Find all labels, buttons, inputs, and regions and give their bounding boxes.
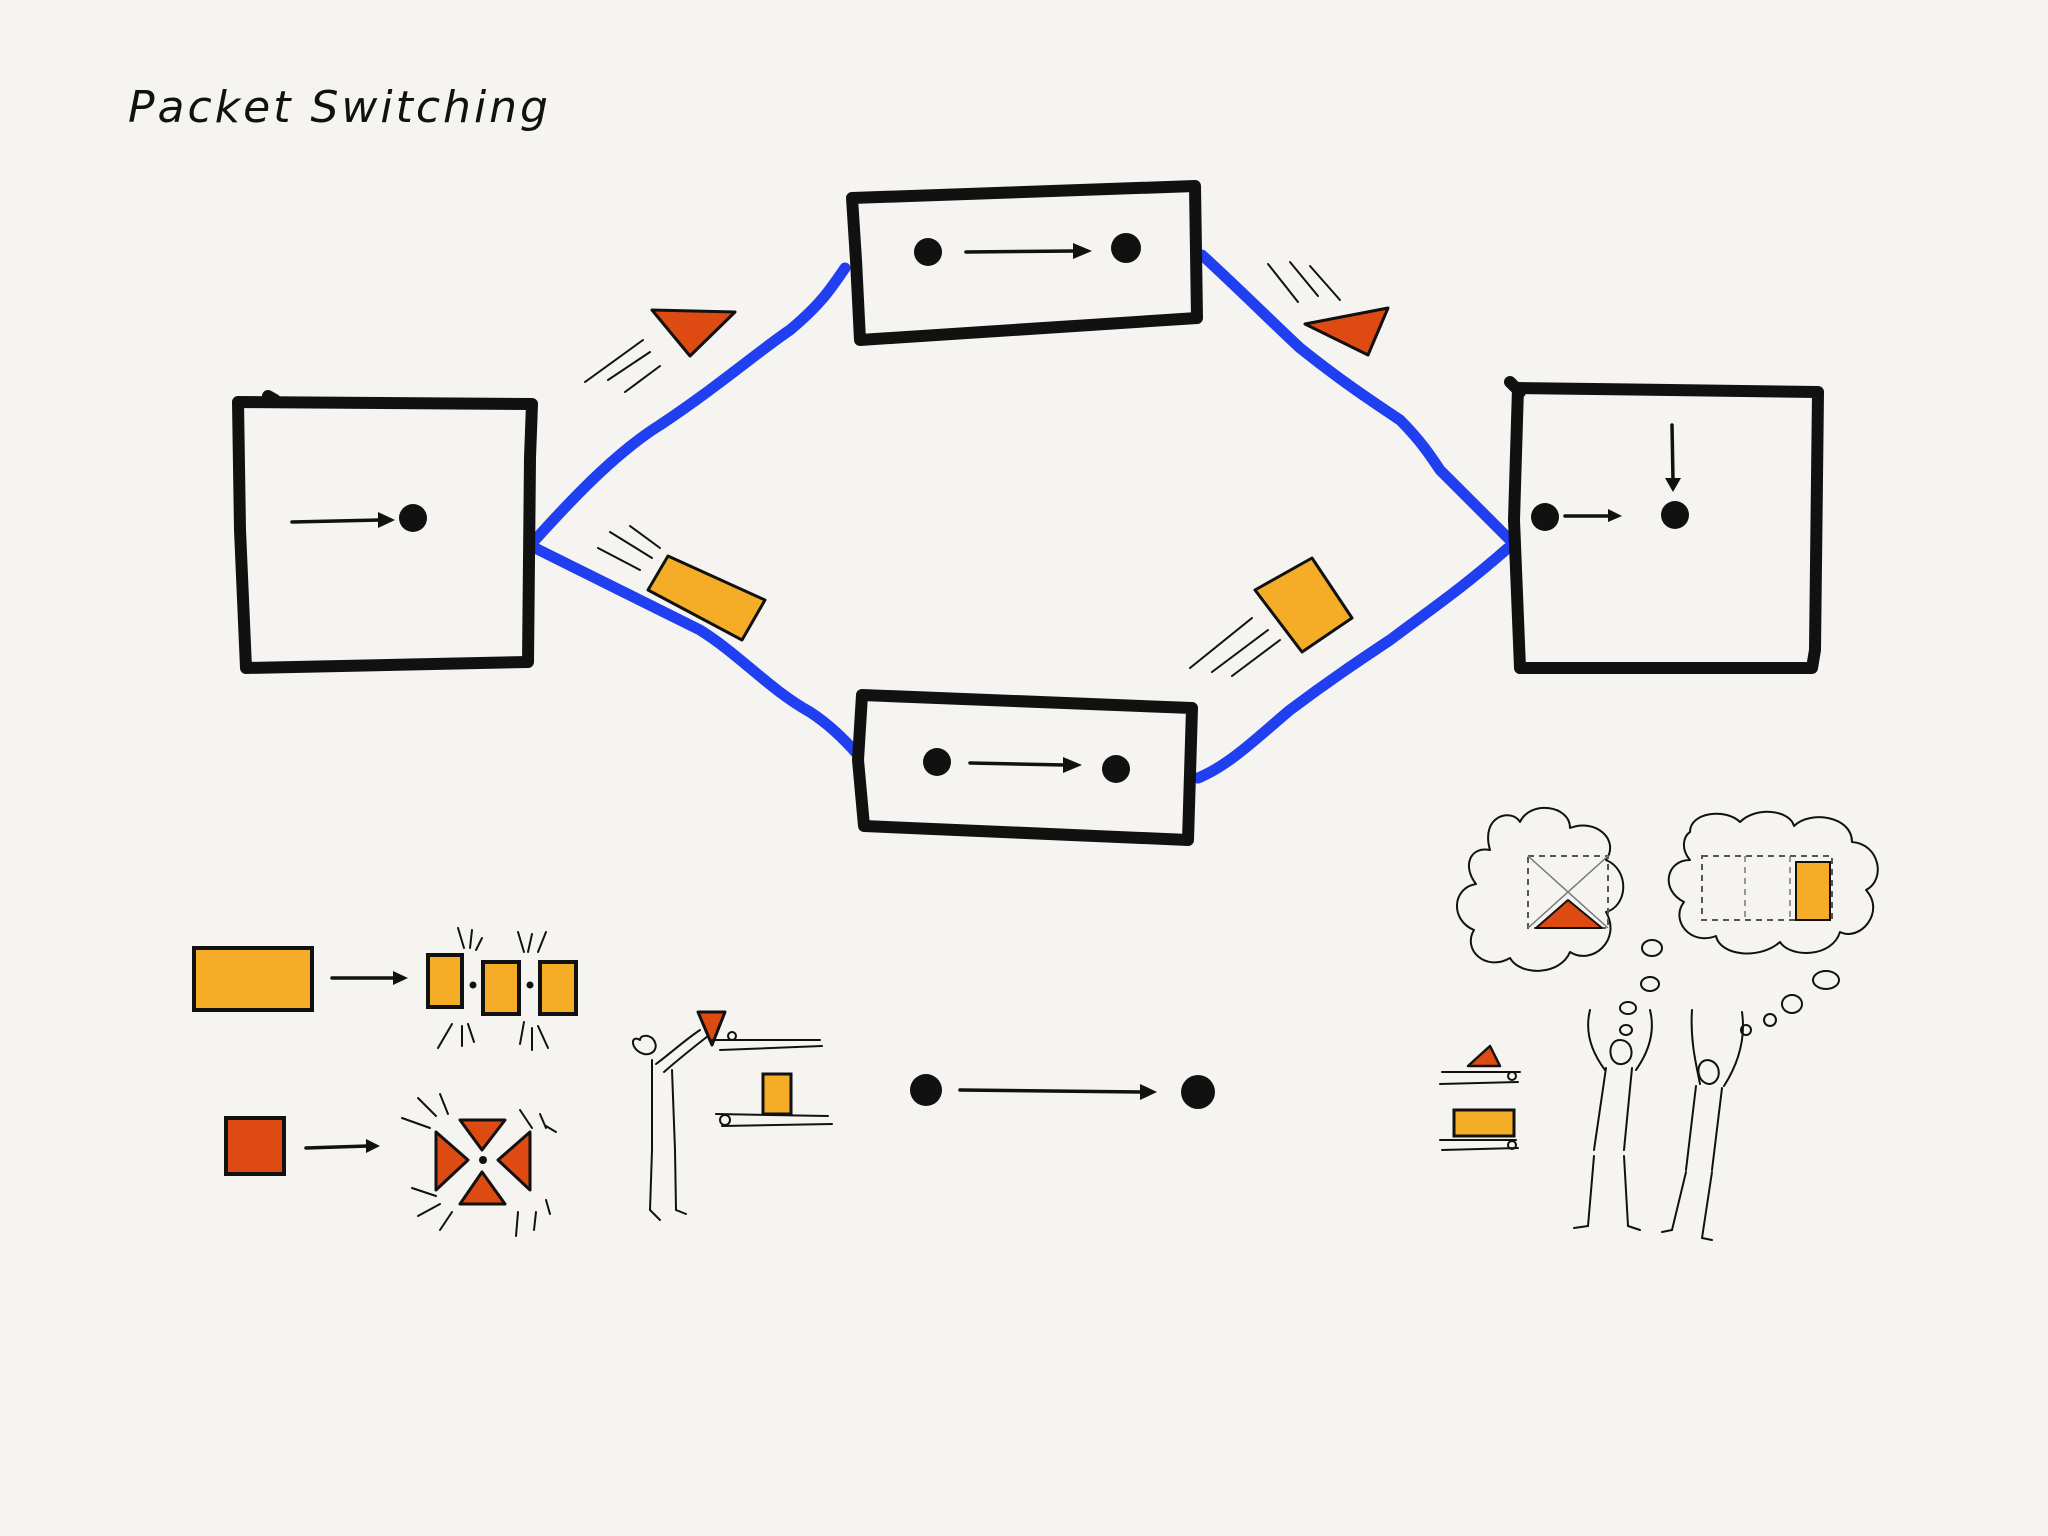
transmission-arrow-sketch	[910, 1074, 1215, 1109]
link-source-to-top-router	[529, 262, 851, 546]
packet-large-lower-right	[1189, 556, 1354, 677]
router-bottom	[852, 689, 1198, 846]
link-bottom-router-to-destination	[1192, 542, 1514, 784]
packet-small-upper-right	[1267, 261, 1390, 357]
packets-in-transit	[584, 261, 1390, 677]
destination-node	[1504, 376, 1824, 674]
diagram-title: Packet Switching	[128, 82, 551, 133]
source-node	[232, 390, 538, 674]
packet-large-lower-left	[597, 525, 767, 642]
source-endpoint-dot	[399, 504, 427, 532]
thought-bubble-rectangle	[1667, 810, 1879, 1036]
large-packet-split-sketch	[192, 927, 578, 1051]
network-links	[529, 249, 1514, 784]
thought-bubble-triangle	[1456, 806, 1663, 1036]
link-source-to-bottom-router	[529, 542, 864, 761]
router-top	[846, 180, 1203, 346]
packet-small-upper-left	[584, 308, 737, 393]
sender-person-sketch	[632, 1010, 833, 1221]
small-packet-split-sketch	[224, 1093, 557, 1237]
link-top-router-to-destination	[1196, 249, 1514, 544]
receiver-sketch	[1439, 806, 1879, 1241]
